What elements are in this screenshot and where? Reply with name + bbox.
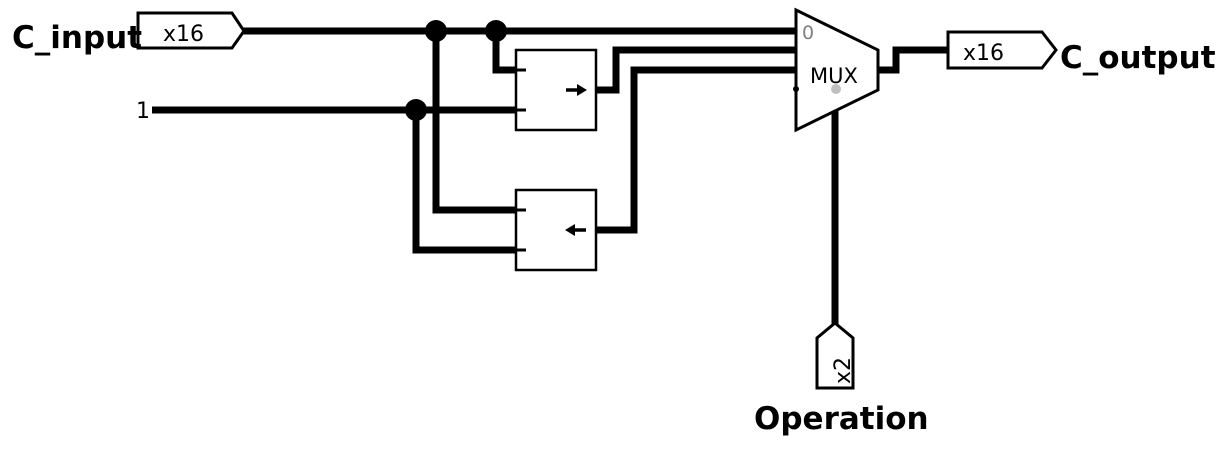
operation-label: Operation xyxy=(754,401,929,437)
c-output-width-tag: x16 xyxy=(963,41,1004,66)
c-input-pin-shape[interactable] xyxy=(136,11,246,50)
c-output-pin[interactable]: x16 xyxy=(946,30,1058,70)
c-input-pin[interactable]: x16 xyxy=(136,11,246,50)
c-output-label: C_output xyxy=(1060,40,1216,76)
c-input-label: C_input xyxy=(12,20,142,56)
junction-dot xyxy=(485,20,507,42)
operation-pin-shape[interactable] xyxy=(815,321,855,390)
mux-label: MUX xyxy=(810,64,858,88)
mux-input-zero-label: 0 xyxy=(802,22,814,44)
wires xyxy=(152,27,948,326)
wire-shift-right-to-mux1 xyxy=(596,46,795,94)
mux-input-dot xyxy=(793,86,799,92)
wire-shift-left-to-mux2 xyxy=(596,66,795,234)
c-output-pin-shape[interactable] xyxy=(946,30,1058,70)
junction-dot xyxy=(425,20,447,42)
junctions xyxy=(405,20,507,121)
wire-mux-to-coutput xyxy=(878,46,948,74)
c-input-width-tag: x16 xyxy=(163,22,204,47)
right-arrow-icon xyxy=(566,84,587,96)
operation-pin[interactable]: x2 xyxy=(815,321,856,390)
junction-dot xyxy=(405,99,427,121)
shifter-left xyxy=(514,188,598,272)
constant-one: 1 xyxy=(136,99,150,124)
mux: 0 MUX xyxy=(793,7,880,133)
left-arrow-icon xyxy=(565,224,586,236)
wire-const-to-shift-left xyxy=(412,110,516,254)
wire-cinput-to-shift-left xyxy=(432,31,516,214)
wire-cinput-to-shift-right xyxy=(492,31,516,74)
operation-width-tag: x2 xyxy=(831,357,856,384)
mux-select-dot xyxy=(831,84,841,94)
shifter-right xyxy=(514,48,598,132)
